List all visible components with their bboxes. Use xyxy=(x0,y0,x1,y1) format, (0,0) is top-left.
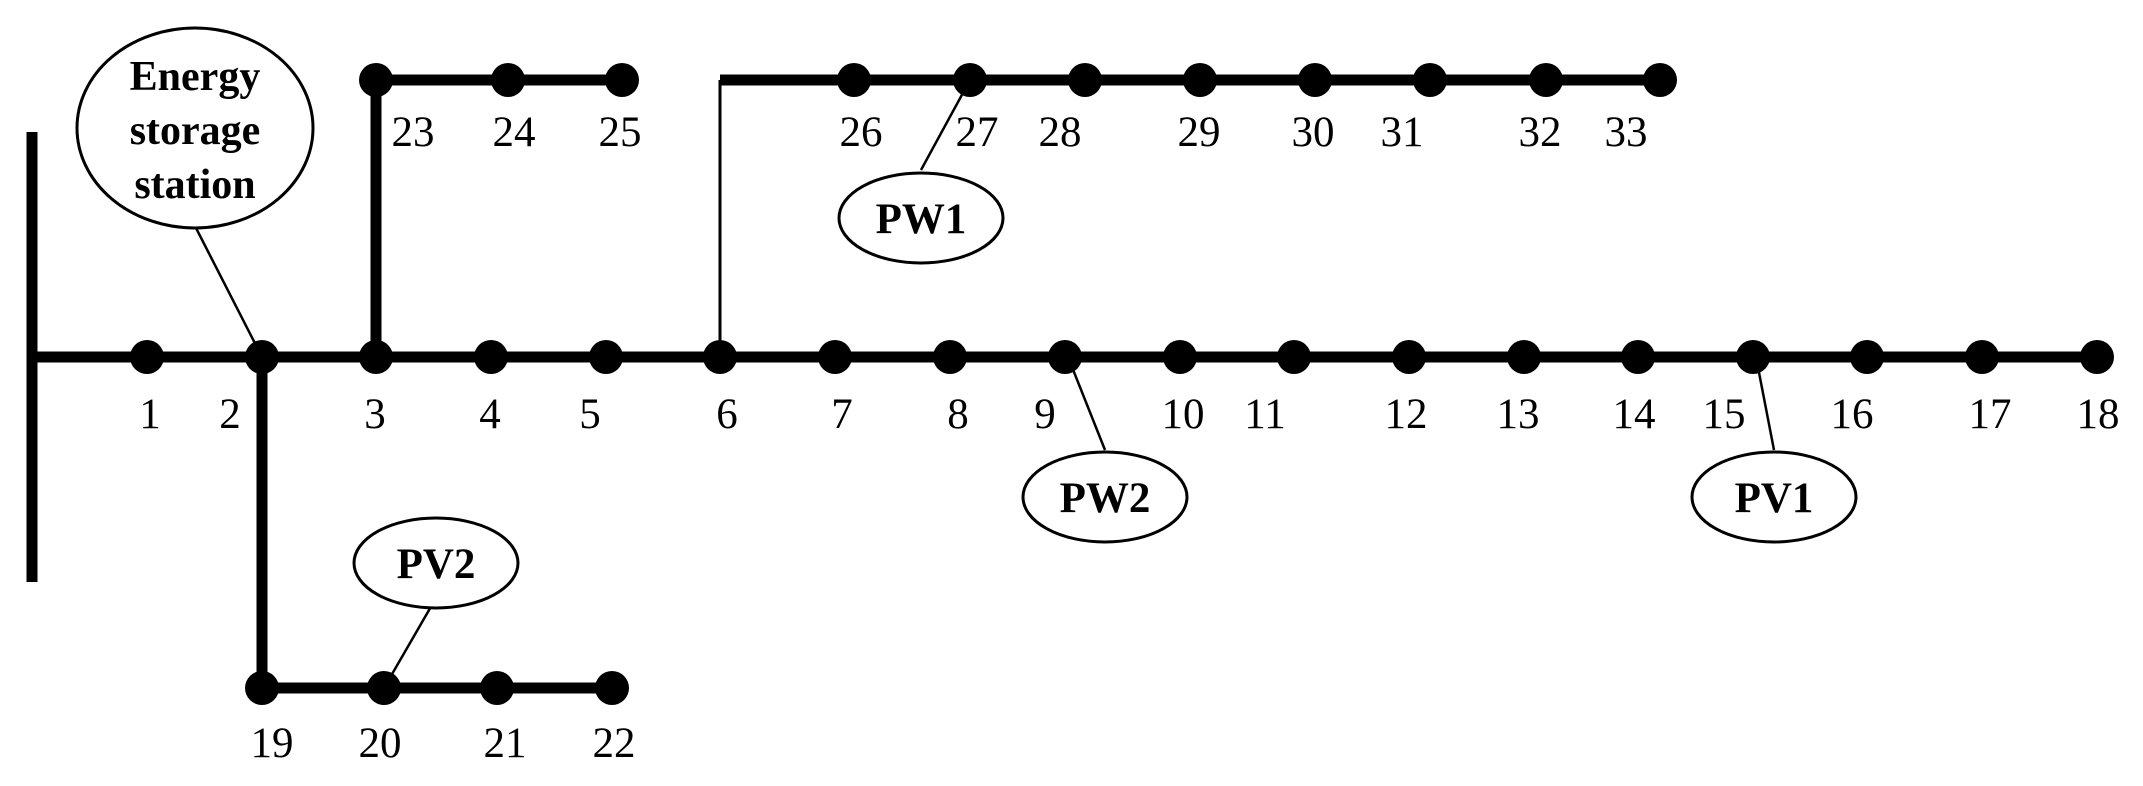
bus-node-24 xyxy=(491,63,525,97)
bus-label-12: 12 xyxy=(1385,391,1428,438)
energy-storage-station: Energy storage station xyxy=(75,26,315,230)
pv1-ellipse xyxy=(1690,450,1858,544)
bus-label-3: 3 xyxy=(364,391,386,438)
pw1-label: PW1 xyxy=(876,196,967,243)
bus-node-20 xyxy=(367,671,401,705)
bus-node-28 xyxy=(1068,63,1102,97)
bus-node-17 xyxy=(1965,340,1999,374)
bus-node-7 xyxy=(818,340,852,374)
bus-label-32: 32 xyxy=(1519,109,1562,156)
bus-label-2: 2 xyxy=(219,391,241,438)
bus-node-2 xyxy=(245,340,279,374)
bus-label-14: 14 xyxy=(1613,391,1656,438)
bus-node-26 xyxy=(837,63,871,97)
bus-label-29: 29 xyxy=(1178,109,1221,156)
bus-label-24: 24 xyxy=(493,109,536,156)
pv1-source: PV1 xyxy=(1690,450,1858,544)
bus-node-11 xyxy=(1277,340,1311,374)
bus-label-31: 31 xyxy=(1381,109,1424,156)
bus-node-3 xyxy=(359,340,393,374)
bus-node-12 xyxy=(1392,340,1426,374)
pw2-connector xyxy=(1066,356,1107,451)
bus-label-20: 20 xyxy=(359,720,402,767)
bus-node-22 xyxy=(595,671,629,705)
bus-node-4 xyxy=(474,340,508,374)
bus-node-23 xyxy=(359,63,393,97)
bus-label-33: 33 xyxy=(1605,109,1648,156)
bus-nodes xyxy=(130,63,2114,705)
bus-node-8 xyxy=(933,340,967,374)
bus-label-21: 21 xyxy=(484,720,527,767)
bus-node-25 xyxy=(605,63,639,97)
bus-label-26: 26 xyxy=(840,109,883,156)
pv1-label: PV1 xyxy=(1735,475,1814,522)
pv2-label: PV2 xyxy=(397,541,476,588)
energy-storage-label-line-3: station xyxy=(134,162,255,208)
bus-node-6 xyxy=(703,340,737,374)
bus-node-27 xyxy=(953,63,987,97)
bus-node-14 xyxy=(1621,340,1655,374)
bus-node-32 xyxy=(1529,63,1563,97)
pw1-connector xyxy=(919,79,972,171)
bus-label-6: 6 xyxy=(716,391,738,438)
pw2-source: PW2 xyxy=(1021,450,1189,544)
bus-label-13: 13 xyxy=(1497,391,1540,438)
bus-node-15 xyxy=(1736,340,1770,374)
bus-node-19 xyxy=(245,671,279,705)
bus-node-9 xyxy=(1048,340,1082,374)
bus-label-7: 7 xyxy=(831,391,853,438)
bus-node-1 xyxy=(130,340,164,374)
bus-labels: 1 2 3 4 5 6 7 8 9 10 11 12 13 14 15 16 1… xyxy=(139,109,2119,767)
bus-label-17: 17 xyxy=(1969,391,2012,438)
bus-label-16: 16 xyxy=(1831,391,1874,438)
bus-node-5 xyxy=(589,340,623,374)
bus-label-9: 9 xyxy=(1034,391,1056,438)
pw2-label: PW2 xyxy=(1060,475,1151,522)
bus-label-10: 10 xyxy=(1162,391,1205,438)
bus-label-28: 28 xyxy=(1039,109,1082,156)
bus-node-31 xyxy=(1413,63,1447,97)
energy-storage-ellipse xyxy=(75,26,315,230)
bus-label-1: 1 xyxy=(139,391,161,438)
bus-label-4: 4 xyxy=(479,391,501,438)
bus-node-16 xyxy=(1850,340,1884,374)
pv2-ellipse xyxy=(352,516,520,610)
bus-node-21 xyxy=(480,671,514,705)
bus-label-22: 22 xyxy=(593,720,636,767)
bus-label-23: 23 xyxy=(392,109,435,156)
bus-node-30 xyxy=(1298,63,1332,97)
pw1-source: PW1 xyxy=(837,171,1005,265)
bus-label-11: 11 xyxy=(1244,391,1285,438)
bus-label-18: 18 xyxy=(2077,391,2120,438)
energy-storage-label-line-2: storage xyxy=(130,108,261,154)
bus-label-25: 25 xyxy=(599,109,642,156)
pv2-connector xyxy=(382,597,438,689)
bus-node-29 xyxy=(1183,63,1217,97)
bus-node-13 xyxy=(1507,340,1541,374)
bus-label-8: 8 xyxy=(947,391,969,438)
bus-node-18 xyxy=(2080,340,2114,374)
pv2-source: PV2 xyxy=(352,516,520,610)
energy-storage-label-line-1: Energy xyxy=(130,54,261,100)
bus-label-30: 30 xyxy=(1292,109,1335,156)
bus-label-27: 27 xyxy=(956,109,999,156)
bus-node-10 xyxy=(1163,340,1197,374)
bus-node-33 xyxy=(1643,63,1677,97)
energy-storage-connector xyxy=(194,227,264,358)
bus-label-15: 15 xyxy=(1703,391,1746,438)
bus-label-5: 5 xyxy=(579,391,601,438)
pw1-ellipse xyxy=(837,171,1005,265)
bus-label-19: 19 xyxy=(251,720,294,767)
pw2-ellipse xyxy=(1021,450,1189,544)
